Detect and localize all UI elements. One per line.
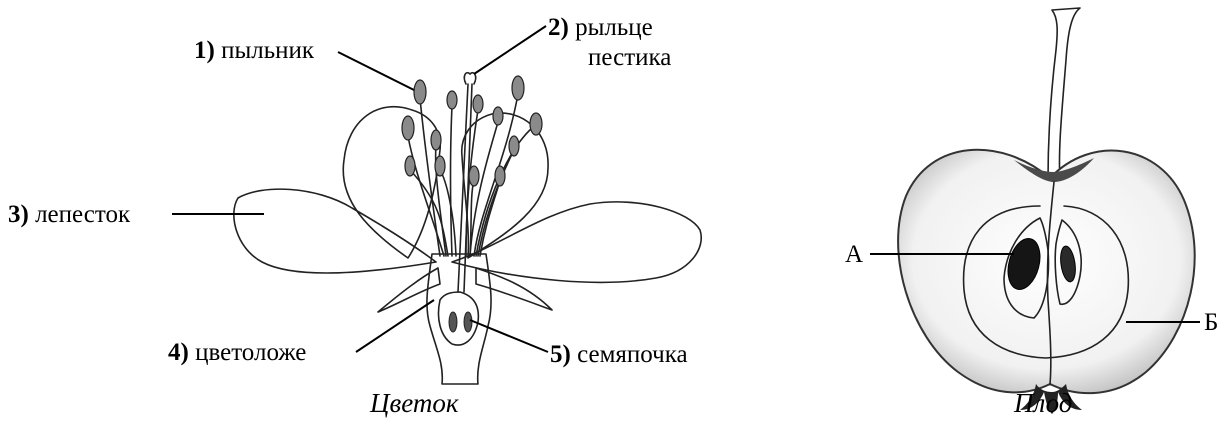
label-stigma: 2) рыльце <box>548 14 653 41</box>
fruit-body <box>898 150 1195 393</box>
fruit-stem <box>1048 8 1080 180</box>
petal-left <box>234 189 436 273</box>
fruit-illustration <box>898 8 1195 414</box>
label-ovule: 5) семяпочка <box>550 341 688 368</box>
label-anther: 1) пыльник <box>194 37 315 64</box>
ovary-chamber <box>439 292 479 345</box>
label-b: Б <box>1204 309 1218 336</box>
leader-stigma <box>474 26 546 74</box>
label-receptacle: 4) цветоложе <box>168 339 306 366</box>
label-stigma-line2: пестика <box>588 44 671 71</box>
label-a: А <box>845 241 863 268</box>
sepal-left <box>378 268 440 312</box>
ovule-left <box>449 312 457 332</box>
flower-illustration <box>234 73 701 384</box>
pistil-stigma <box>464 73 475 84</box>
petal-back-left <box>343 107 440 258</box>
label-petal: 3) лепесток <box>8 201 131 228</box>
caption-fruit: Плод <box>1013 388 1072 418</box>
leader-ovule <box>470 320 548 352</box>
caption-flower: Цветок <box>369 388 459 418</box>
ovule-right <box>464 312 472 332</box>
leader-receptacle <box>356 300 434 352</box>
leader-anther <box>338 52 414 90</box>
